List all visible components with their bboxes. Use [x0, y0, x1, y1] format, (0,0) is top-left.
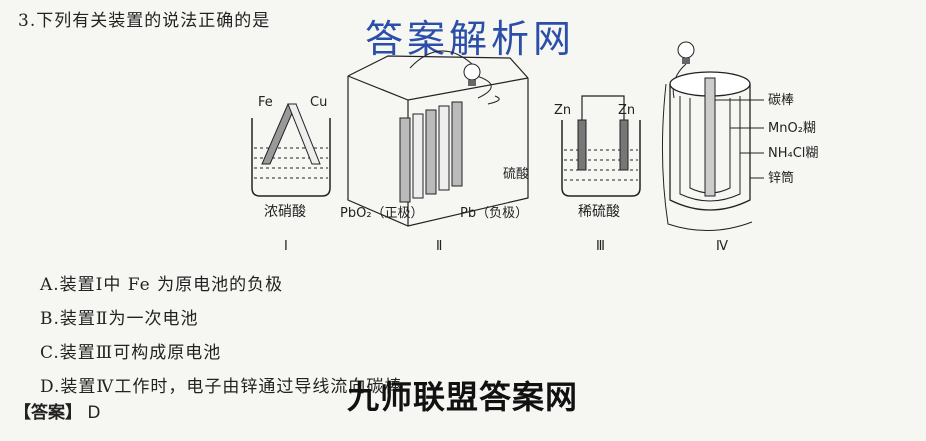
device3-electrode-right: [619, 119, 629, 171]
answer-value: D: [87, 403, 101, 423]
device4-label-nh4cl: NH₄Cl糊: [768, 145, 818, 161]
device4-numeral: Ⅳ: [716, 239, 728, 254]
device3-label-zn-right: Zn: [618, 103, 635, 118]
device4-label-mno2: MnO₂糊: [768, 120, 816, 136]
device2-label-positive: PbO₂（正极）: [340, 206, 424, 221]
device4-bulb: [677, 41, 695, 59]
device2-label-negative: Pb（负极）: [460, 206, 528, 221]
device-4: 碳棒 MnO₂糊 NH₄Cl糊 锌筒 Ⅳ: [661, 41, 818, 254]
device2-plate-3: [425, 109, 437, 195]
device2-plate-1: [399, 117, 411, 203]
device2-plate-5: [451, 101, 463, 187]
device2-box-top: [347, 55, 529, 79]
watermark-bottom: 九师联盟答案网: [347, 378, 579, 416]
device2-box: [347, 76, 529, 227]
apparatus-figure: Fe Cu 浓硝酸 Ⅰ 硫酸 PbO₂（正极） Pb（负极） Ⅱ Zn Zn: [251, 41, 818, 254]
question-stem: 3.下列有关装置的说法正确的是: [18, 11, 271, 31]
answer-line: 【答案】 D: [14, 398, 101, 423]
answer-label: 【答案】: [14, 403, 82, 423]
device-1: Fe Cu 浓硝酸 Ⅰ: [251, 95, 331, 254]
device2-bulb: [463, 63, 481, 81]
device1-beaker: [251, 118, 331, 197]
device2-plate-2: [412, 113, 424, 199]
device4-carbon-rod: [704, 77, 716, 197]
device1-numeral: Ⅰ: [284, 239, 288, 254]
device3-electrode-left: [577, 119, 587, 171]
device3-wire: [581, 95, 625, 120]
device-2: 硫酸 PbO₂（正极） Pb（负极） Ⅱ: [340, 50, 529, 254]
device-3: Zn Zn 稀硫酸 Ⅲ: [554, 95, 641, 254]
option-b: B.装置Ⅱ为一次电池: [40, 309, 199, 329]
device1-solution-label: 浓硝酸: [264, 204, 306, 220]
device3-label-zn-left: Zn: [554, 103, 571, 118]
device3-beaker: [561, 120, 641, 197]
device3-solution-label: 稀硫酸: [578, 204, 620, 220]
device4-zinc-can: [669, 84, 751, 211]
option-d: D.装置Ⅳ工作时，电子由锌通过导线流向碳棒: [40, 377, 403, 397]
device2-wire-1: [409, 50, 473, 69]
device1-electrode-cu: [287, 103, 321, 165]
device3-numeral: Ⅲ: [596, 239, 605, 254]
device2-plate-4: [438, 105, 450, 191]
device1-label-fe: Fe: [258, 95, 273, 110]
device1-label-cu: Cu: [310, 95, 327, 110]
device4-label-carbon: 碳棒: [768, 93, 794, 108]
option-c: C.装置Ⅲ可构成原电池: [40, 343, 222, 363]
device1-electrode-fe: [261, 103, 297, 165]
device2-numeral: Ⅱ: [436, 239, 442, 254]
device4-label-zinc: 锌筒: [768, 170, 794, 186]
watermark-top: 答案解析网: [365, 17, 576, 61]
options-list: A.装置Ⅰ中 Fe 为原电池的负极 B.装置Ⅱ为一次电池 C.装置Ⅲ可构成原电池…: [40, 268, 402, 404]
option-a: A.装置Ⅰ中 Fe 为原电池的负极: [40, 275, 284, 295]
device2-label-acid: 硫酸: [503, 167, 529, 182]
